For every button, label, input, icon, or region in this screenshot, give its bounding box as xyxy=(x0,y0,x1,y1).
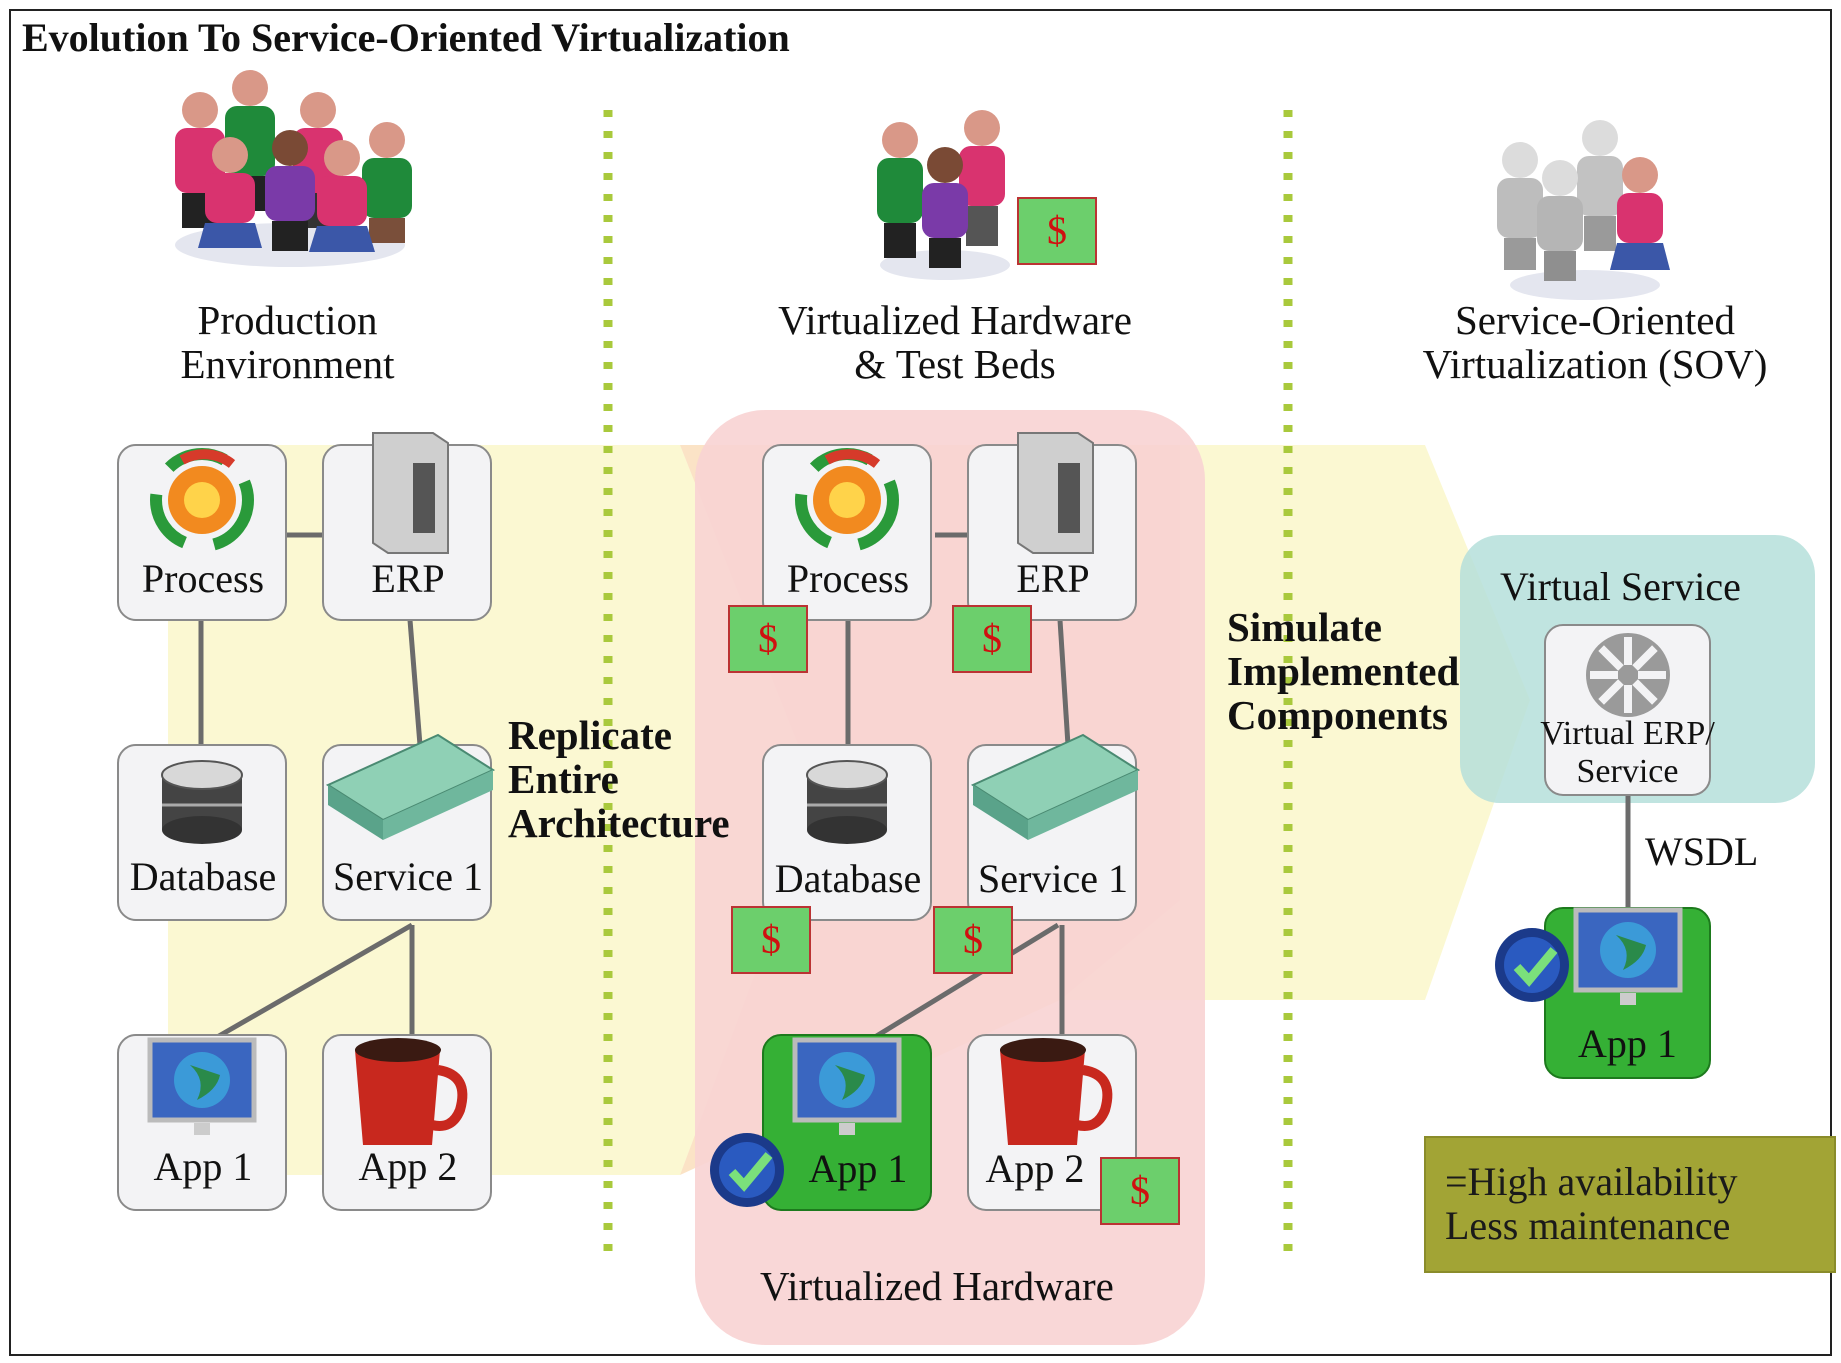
legend-line1: =High availability xyxy=(1445,1159,1738,1204)
cost-badge-database: $ xyxy=(731,906,811,974)
erp-server-icon xyxy=(372,432,449,554)
app2-coffee-mug-icon xyxy=(355,1038,468,1145)
virtualized-column-title: Virtualized Hardware & Test Beds xyxy=(740,298,1170,386)
production-column-title: Production Environment xyxy=(140,298,435,386)
checkmark-badge-icon xyxy=(710,1133,784,1207)
virtual-service-title: Virtual Service xyxy=(1500,564,1741,609)
app1-monitor-icon xyxy=(147,1037,257,1135)
legend-box xyxy=(1424,1136,1836,1273)
legend-text: =High availability Less maintenance xyxy=(1445,1160,1738,1248)
cost-badge-app2: $ xyxy=(1100,1157,1180,1225)
simulate-note-line1: Simulate xyxy=(1227,604,1382,650)
sov-app1-monitor-icon xyxy=(1573,907,1683,1005)
people-group-production-icon xyxy=(175,70,412,267)
replicate-note-line1: Replicate xyxy=(508,712,672,758)
sov-app1-label: App 1 xyxy=(1578,1021,1677,1066)
cost-badge-erp: $ xyxy=(952,605,1032,673)
outer-frame xyxy=(9,9,1832,1356)
simulate-note-line3: Components xyxy=(1227,692,1448,738)
sov-checkmark-badge-icon xyxy=(1495,928,1569,1002)
virtualized-connectors xyxy=(845,532,1071,1043)
virtual-erp-gear-icon xyxy=(1586,633,1670,717)
replicate-note: Replicate Entire Architecture xyxy=(508,713,730,845)
production-title-line2: Environment xyxy=(180,341,395,387)
service1-router-icon-virtualized xyxy=(970,733,1141,840)
virtual-erp-label-line2: Service xyxy=(1576,753,1679,790)
process-icon-virtualized xyxy=(795,448,899,552)
cost-badge-process: $ xyxy=(728,605,808,673)
service1-router-icon xyxy=(325,733,496,840)
virtual-erp-label-line1: Virtual ERP/ xyxy=(1540,715,1715,752)
virt-node-database-label: Database xyxy=(774,856,922,901)
process-icon xyxy=(150,448,254,552)
wsdl-label: WSDL xyxy=(1645,829,1759,874)
replicate-arrow-band xyxy=(168,445,820,1175)
virt-node-app1-label: App 1 xyxy=(808,1146,908,1191)
virt-node-erp-label: ERP xyxy=(1016,556,1090,601)
erp-server-icon-virtualized xyxy=(1017,432,1094,554)
sov-title-line2: Virtualization (SOV) xyxy=(1422,341,1768,387)
replicate-note-line2: Entire xyxy=(508,756,619,802)
virt-node-app2-label: App 2 xyxy=(985,1146,1085,1191)
virt-node-service1-label: Service 1 xyxy=(978,856,1128,901)
legend-line2: Less maintenance xyxy=(1445,1203,1731,1248)
sov-arrow-band xyxy=(1060,445,1530,1000)
virtualized-title-line1: Virtualized Hardware xyxy=(778,297,1132,343)
replicate-note-line3: Architecture xyxy=(508,800,730,846)
cost-badge-testbeds: $ xyxy=(1017,197,1097,265)
node-erp-label: ERP xyxy=(371,556,445,601)
database-icon-virtualized xyxy=(806,760,888,844)
node-app2-label: App 2 xyxy=(358,1144,458,1189)
sov-column-title: Service-Oriented Virtualization (SOV) xyxy=(1400,298,1790,386)
virtualized-title-line2: & Test Beds xyxy=(854,341,1056,387)
app2-coffee-mug-icon-virtualized xyxy=(1000,1038,1113,1145)
cost-badge-service1: $ xyxy=(933,906,1013,974)
database-icon xyxy=(161,760,243,844)
production-title-line1: Production xyxy=(197,297,378,343)
simulate-note: Simulate Implemented Components xyxy=(1227,605,1459,737)
sov-title-line1: Service-Oriented xyxy=(1454,297,1736,343)
virt-node-process-label: Process xyxy=(786,556,910,601)
people-group-virtualized-icon xyxy=(877,110,1010,280)
virtual-erp-label: Virtual ERP/ Service xyxy=(1520,715,1735,791)
simulate-note-line2: Implemented xyxy=(1227,648,1460,694)
node-app1-label: App 1 xyxy=(153,1144,253,1189)
node-service1-label: Service 1 xyxy=(333,854,483,899)
app1-monitor-icon-virtualized xyxy=(792,1037,902,1135)
people-group-sov-icon xyxy=(1497,120,1670,300)
node-database-label: Database xyxy=(129,854,277,899)
production-connectors xyxy=(198,532,423,1043)
virtualized-hardware-label: Virtualized Hardware xyxy=(760,1263,1114,1309)
node-process-label: Process xyxy=(141,556,265,601)
diagram-title: Evolution To Service-Oriented Virtualiza… xyxy=(22,15,790,60)
